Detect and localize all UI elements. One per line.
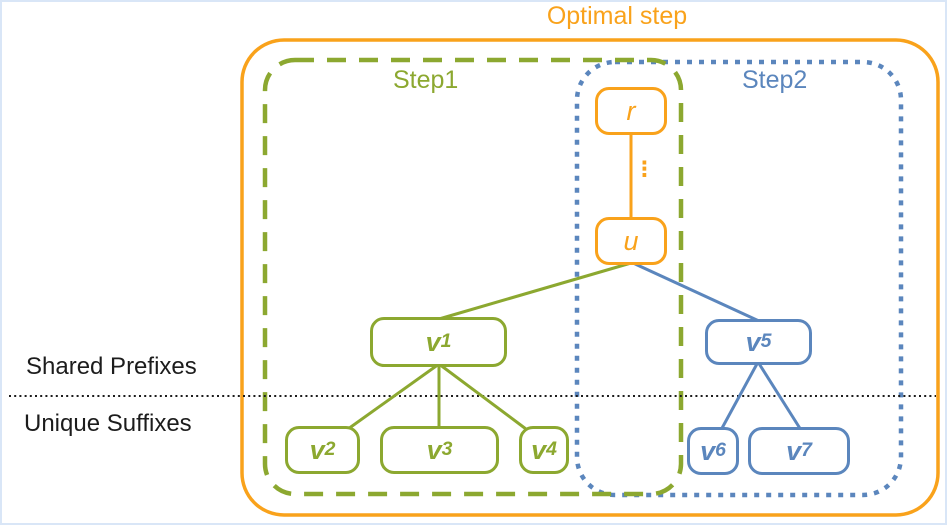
node-v2-label: v [309, 434, 325, 465]
node-v7-subscript: 7 [801, 439, 812, 462]
optimal-step-label: Optimal step [546, 2, 688, 30]
unique-suffixes-label: Unique Suffixes [24, 410, 192, 437]
node-r-label: r [626, 95, 636, 126]
edge-v1-v2 [347, 362, 440, 431]
node-v5-subscript: 5 [760, 330, 772, 353]
edge-u-v5 [632, 261, 760, 323]
edge-v5-v6 [719, 361, 760, 431]
step2-label: Step2 [742, 66, 808, 94]
node-v1-subscript: 1 [440, 330, 452, 353]
node-v6-label: v [700, 435, 716, 466]
edge-v5-v7 [756, 361, 803, 431]
shared-prefixes-label: Shared Prefixes [26, 353, 197, 380]
node-r: r [595, 87, 667, 135]
edge-u-v1 [438, 261, 632, 321]
node-v4-subscript: 4 [546, 438, 557, 461]
node-v6-subscript: 6 [715, 439, 726, 462]
node-v7-label: v [786, 435, 802, 466]
vertical-ellipsis: ⋮ [634, 157, 655, 181]
step1-label: Step1 [393, 66, 459, 94]
node-v2-subscript: 2 [324, 438, 336, 461]
node-v3-label: v [426, 434, 442, 465]
node-u-label: u [623, 225, 639, 256]
node-v1-label: v [425, 326, 441, 357]
node-u: u [595, 217, 667, 265]
node-v4-label: v [531, 434, 547, 465]
node-v5-label: v [745, 326, 761, 357]
edge-v1-v4 [438, 362, 527, 431]
node-v3-subscript: 3 [441, 438, 453, 461]
